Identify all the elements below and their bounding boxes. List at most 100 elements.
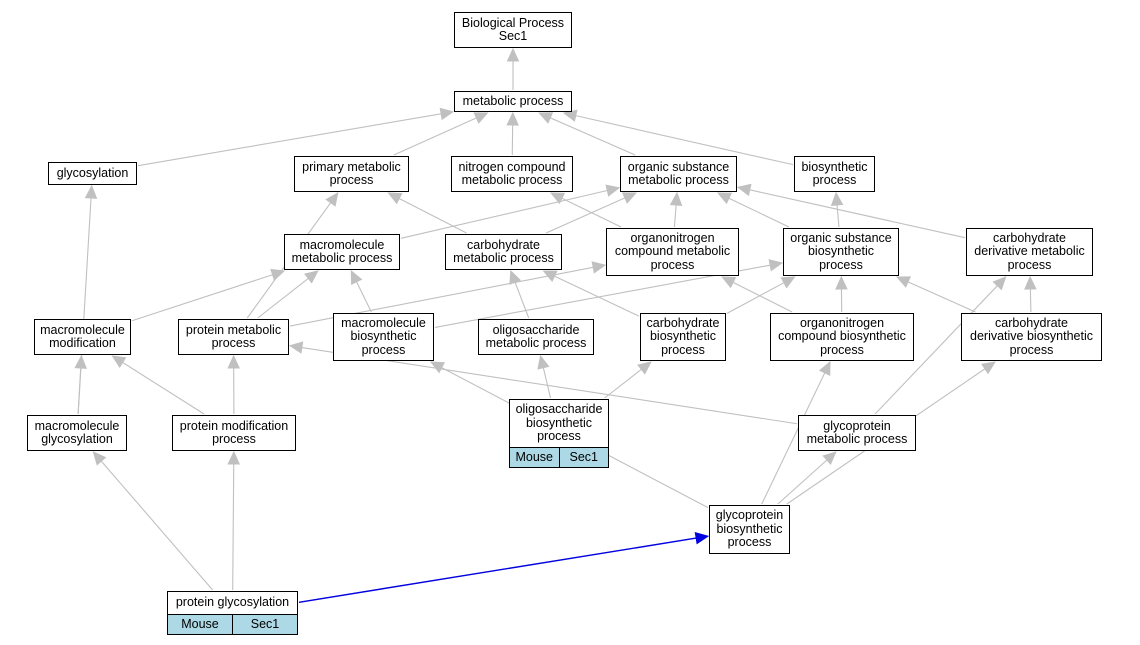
edge-arrowhead	[538, 112, 554, 124]
node-label-line: protein glycosylation	[175, 595, 290, 610]
node-label-line: glycosylation	[56, 165, 129, 180]
node-label-line: process	[1009, 342, 1054, 357]
edge-macromolecule-glycosylation-to-glycosylation	[77, 184, 98, 415]
node-label-line: glycoprotein	[823, 418, 891, 433]
node-label-line: nitrogen compound	[458, 159, 566, 174]
node-label-line: biosynthetic	[716, 521, 783, 536]
edge-line	[874, 285, 998, 415]
edge-nitrogen-compound-metabolic-process-to-metabolic-process	[506, 111, 519, 156]
node-label-line: metabolic process	[628, 173, 729, 187]
edge-line	[604, 368, 642, 399]
edge-macromolecule-biosynthetic-process-to-macromolecule-metabolic-process	[350, 269, 372, 313]
tag-mouse: Mouse	[168, 615, 232, 634]
edge-macromolecule-glycosylation-to-macromolecule-modification	[74, 354, 87, 415]
edge-glycoprotein-biosynthetic-process-to-glycoprotein-metabolic-process	[777, 451, 837, 505]
edge-arrowhead	[621, 192, 637, 204]
edge-line	[673, 204, 677, 228]
edge-arrowhead	[992, 276, 1007, 291]
node-label-line: carbohydrate	[995, 315, 1068, 330]
node-label-line: primary metabolic	[302, 159, 401, 174]
node-glycosylation[interactable]: glycosylation	[48, 162, 137, 185]
node-label-line: oligosaccharide	[515, 402, 603, 417]
edge-arrowhead	[387, 192, 403, 205]
node-label-line: process	[537, 429, 581, 444]
node-label-line: derivative metabolic	[974, 244, 1085, 259]
node-label: protein glycosylation	[168, 592, 297, 614]
node-label-line: compound biosynthetic	[778, 329, 906, 344]
edge-carbohydrate-biosynthetic-process-to-organic-substance-biosynthetic-process	[726, 276, 796, 314]
node-label-line: modification	[49, 336, 116, 350]
node-label-line: process	[650, 257, 695, 272]
edge-line	[554, 275, 640, 317]
node-label-line: organic substance	[627, 159, 730, 174]
node-label-line: protein modification	[179, 418, 289, 433]
edge-organic-substance-biosynthetic-process-to-biosynthetic-process	[830, 191, 844, 228]
edge-organonitrogen-compound-metabolic-process-to-nitrogen-compound-metabolic-process	[550, 192, 622, 228]
edge-line	[1029, 288, 1032, 313]
edge-oligosaccharide-metabolic-process-to-carbohydrate-metabolic-process	[509, 269, 530, 319]
edge-arrowhead	[818, 360, 831, 376]
node-label-line: metabolic process	[485, 336, 587, 350]
edge-arrowhead	[835, 275, 848, 290]
edge-line	[514, 282, 530, 319]
node-label-line: macromolecule	[299, 237, 385, 252]
edge-protein-metabolic-process-to-macromolecule-metabolic-process	[257, 270, 319, 319]
edge-arrowhead	[439, 107, 455, 121]
node-label: glycosylation	[49, 163, 136, 184]
edge-arrowhead	[591, 261, 607, 274]
edge-arrowhead	[605, 184, 621, 197]
node-label-line: macromolecule	[34, 418, 120, 433]
edge-arrowhead	[780, 276, 796, 289]
edge-line	[77, 367, 82, 415]
edge-primary-metabolic-process-to-metabolic-process	[393, 112, 489, 156]
edge-carbohydrate-metabolic-process-to-organic-substance-metabolic-process	[545, 192, 637, 234]
edge-line	[749, 189, 966, 239]
edge-arrowhead	[768, 259, 784, 272]
edge-oligosaccharide-biosynthetic-process-to-carbohydrate-biosynthetic-process	[604, 361, 652, 399]
edge-line	[907, 281, 976, 313]
node-label-line: carbohydrate	[467, 237, 540, 252]
edge-protein-modification-process-to-macromolecule-modification	[111, 355, 205, 415]
node-label-line: organic substance	[790, 230, 892, 245]
edge-arrowhead	[981, 361, 996, 375]
edge-line	[542, 367, 552, 399]
node-label-line: Biological Process	[461, 15, 565, 30]
edge-arrowhead	[694, 531, 710, 545]
node-metabolic-process[interactable]: metabolic process	[454, 91, 572, 112]
edge-arrowhead	[669, 191, 683, 206]
